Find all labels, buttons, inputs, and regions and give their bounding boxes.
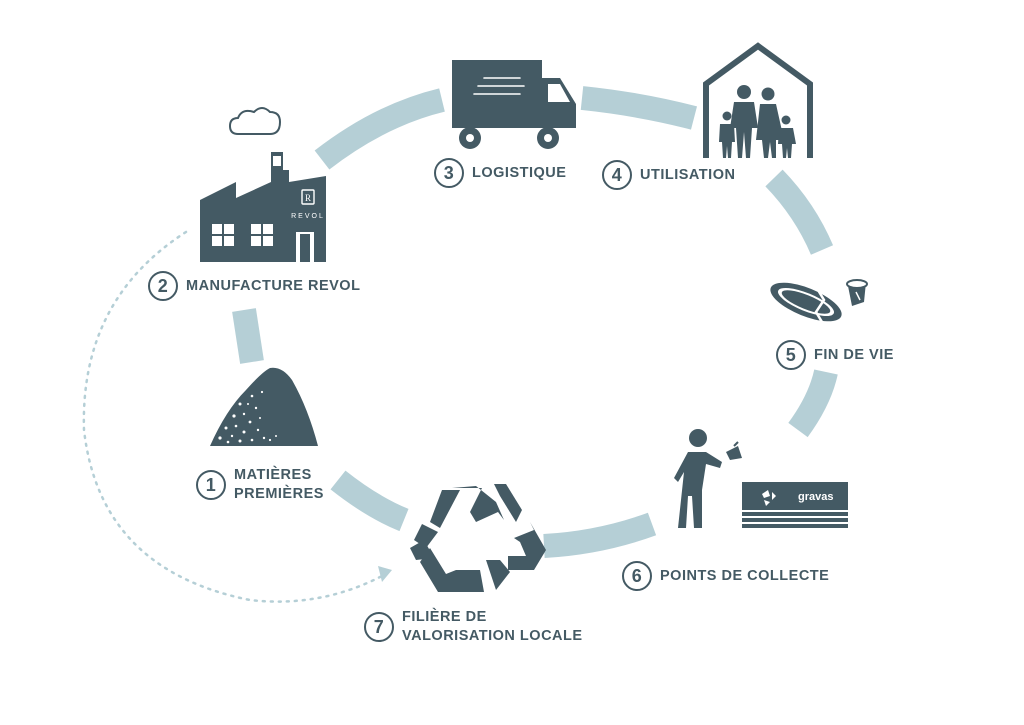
step-title-line-1: MATIÈRES xyxy=(234,467,312,483)
step-label-2: 2 MANUFACTURE REVOL xyxy=(148,271,360,301)
step-label-6: 6 POINTS DE COLLECTE xyxy=(622,561,829,591)
step-number-badge: 4 xyxy=(602,160,632,190)
family-house-icon xyxy=(703,42,813,158)
step-number-badge: 5 xyxy=(776,340,806,370)
step-label-7: 7 FILIÈRE DE VALORISATION LOCALE xyxy=(364,608,583,646)
step-number-badge: 6 xyxy=(622,561,652,591)
step-label-5: 5 FIN DE VIE xyxy=(776,340,894,370)
ring-segment-5-6 xyxy=(788,369,838,438)
step-label-3: 3 LOGISTIQUE xyxy=(434,158,566,188)
step-title: FIN DE VIE xyxy=(814,346,894,363)
bin-label: gravas xyxy=(798,491,833,503)
ring-segment-2-3 xyxy=(314,88,445,170)
step-title-line-2: PREMIÈRES xyxy=(234,486,324,502)
ring-segment-6-7 xyxy=(543,512,657,558)
step-number-badge: 2 xyxy=(148,271,178,301)
collection-point-icon: gravas xyxy=(674,429,848,528)
ring-segment-4-5 xyxy=(765,169,834,255)
svg-text:R: R xyxy=(305,193,311,203)
step-number-badge: 1 xyxy=(196,470,226,500)
ring-segment-2-1 xyxy=(232,308,264,364)
ring-segment-1-7 xyxy=(330,470,409,532)
factory-sign: REVOL xyxy=(291,213,325,220)
cycle-ring xyxy=(232,86,838,558)
step-title: LOGISTIQUE xyxy=(472,164,567,181)
broken-dish-icon xyxy=(770,279,868,323)
recycle-icon xyxy=(410,484,546,592)
step-number-badge: 7 xyxy=(364,612,394,642)
step-title: MANUFACTURE REVOL xyxy=(186,277,361,294)
raw-material-pile-icon xyxy=(210,367,318,446)
factory-icon: R REVOL xyxy=(200,107,326,262)
ring-segment-3-4 xyxy=(580,86,698,130)
step-title: POINTS DE COLLECTE xyxy=(660,567,830,584)
delivery-truck-icon xyxy=(452,60,576,149)
dotted-arrowhead-icon xyxy=(378,566,392,582)
step-title-line-2: VALORISATION LOCALE xyxy=(402,628,583,644)
step-label-1: 1 MATIÈRES PREMIÈRES xyxy=(196,466,324,504)
step-title-line-1: FILIÈRE DE xyxy=(402,609,487,625)
step-label-4: 4 UTILISATION xyxy=(602,160,735,190)
step-title: UTILISATION xyxy=(640,166,736,183)
step-number-badge: 3 xyxy=(434,158,464,188)
